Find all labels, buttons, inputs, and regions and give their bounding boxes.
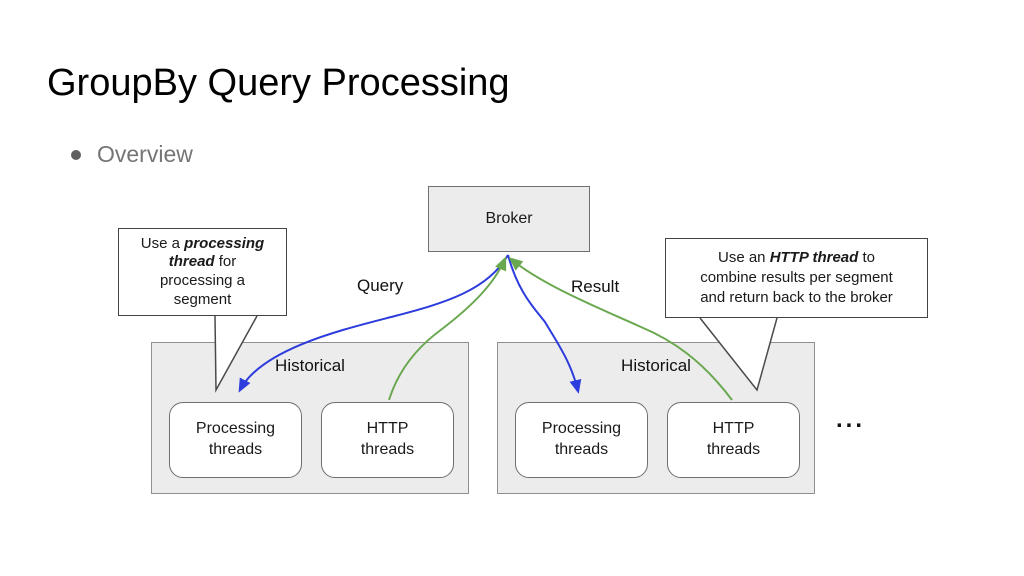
result-label: Result <box>571 277 620 296</box>
bullet-item-overview: Overview <box>71 141 193 168</box>
broker-label: Broker <box>485 210 533 227</box>
historical-label: Historical <box>621 356 691 375</box>
processing-threads-box: Processing threads <box>515 402 648 478</box>
historical-group-right: Historical Processing threads HTTP threa… <box>497 342 815 494</box>
more-groups-ellipsis: ... <box>836 406 866 433</box>
slide-title: GroupBy Query Processing <box>47 62 510 104</box>
historical-group-left: Historical Processing threads HTTP threa… <box>151 342 469 494</box>
query-label: Query <box>357 276 404 295</box>
http-threads-box: HTTP threads <box>667 402 800 478</box>
bullet-label: Overview <box>97 141 193 167</box>
bullet-icon <box>71 149 81 160</box>
processing-threads-box: Processing threads <box>169 402 302 478</box>
historical-label: Historical <box>275 356 345 375</box>
http-threads-box: HTTP threads <box>321 402 454 478</box>
broker-node: Broker <box>428 186 590 252</box>
